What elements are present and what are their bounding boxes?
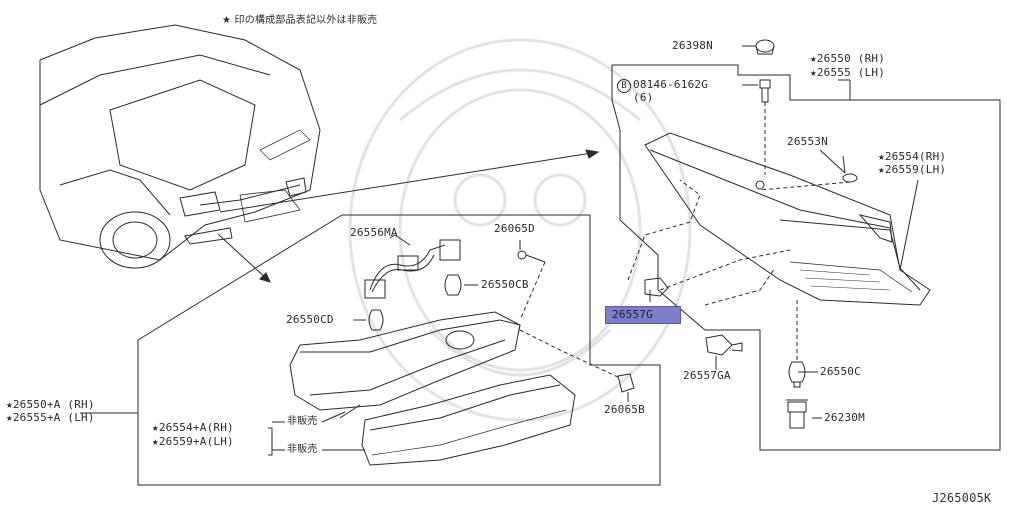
label-not-for-sale-housing: 非販売	[287, 416, 318, 427]
label-26065d: 26065D	[494, 222, 535, 235]
label-not-for-sale-lens: 非販売	[287, 444, 318, 455]
socket-icon	[627, 179, 791, 297]
label-26550cd: 26550CD	[286, 313, 334, 326]
label-26555a-lh: ★26555+A (LH)	[6, 411, 95, 424]
lens-icon	[361, 329, 621, 466]
label-26554a-rh: ★26554+A(RH)	[152, 421, 234, 434]
socket-ga-icon	[704, 267, 776, 370]
pointer-arrows	[217, 149, 600, 283]
bulb-cd-icon	[353, 309, 384, 331]
label-26065b: 26065B	[604, 403, 645, 416]
harness-icon	[364, 234, 461, 299]
label-26557ga: 26557GA	[683, 369, 731, 382]
label-26398n: 26398N	[672, 39, 713, 52]
label-26550c: 26550C	[820, 365, 861, 378]
side-marker-group	[80, 214, 661, 486]
bulb-cb-icon	[444, 274, 478, 296]
label-26553n: 26553N	[787, 135, 828, 148]
label-26557g-highlighted[interactable]: 26557G	[605, 306, 681, 324]
label-26550-rh: ★26550 (RH)	[810, 52, 886, 65]
watermark-emblem	[348, 38, 692, 422]
label-26554-rh: ★26554(RH)	[878, 150, 947, 163]
label-26559a-lh: ★26559+A(LH)	[152, 435, 234, 448]
label-26559-lh: ★26559(LH)	[878, 163, 947, 176]
bulb-icon	[788, 300, 806, 388]
switch-icon	[786, 399, 808, 429]
label-26555-lh: ★26555 (LH)	[810, 66, 886, 79]
label-26230m: 26230M	[824, 411, 865, 424]
leader-lines	[649, 179, 919, 419]
tail-lamp-icon	[179, 191, 221, 217]
side-marker-housing	[289, 311, 521, 419]
clip-icon	[617, 373, 635, 402]
screw-icon	[742, 39, 775, 175]
grommet-icon	[759, 149, 858, 191]
diagram-ref-code: J265005K	[932, 491, 992, 505]
side-marker-icon	[184, 227, 233, 245]
car-icon	[39, 24, 321, 269]
label-bracket	[268, 411, 365, 456]
screw-d-icon	[517, 240, 546, 321]
rear-combination-lamp	[644, 132, 931, 306]
label-26550a-rh: ★26550+A (RH)	[6, 398, 95, 411]
label-08146-prefix: B	[617, 79, 631, 93]
label-08146-qty: (6)	[633, 91, 654, 104]
label-leaders	[389, 155, 846, 239]
label-26550cb: 26550CB	[481, 278, 529, 291]
header-note: ★ 印の構成部品表記以外は非販売	[222, 15, 378, 26]
label-08146: 08146-6162G	[633, 78, 709, 91]
label-26556ma: 26556MA	[350, 226, 398, 239]
rear-lamp-group	[611, 64, 1001, 451]
